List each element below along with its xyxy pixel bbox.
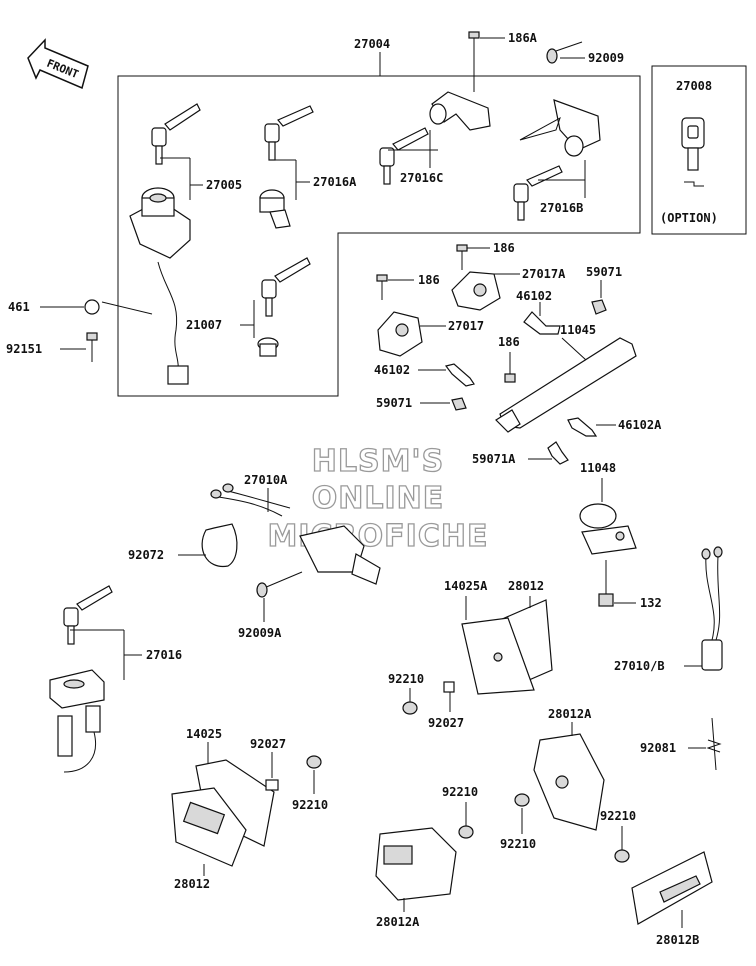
label-92027-b: 92027 bbox=[250, 737, 286, 751]
label-92210-e: 92210 bbox=[600, 809, 636, 823]
label-11048: 11048 bbox=[580, 461, 616, 475]
label-186-b: 186 bbox=[418, 273, 440, 287]
label-27010B: 27010/B bbox=[614, 659, 665, 673]
label-27016C: 27016C bbox=[400, 171, 443, 185]
label-92009A: 92009A bbox=[238, 626, 282, 640]
switch-housing-27017-icon bbox=[377, 311, 423, 357]
spring-92081-icon bbox=[706, 717, 722, 771]
label-92072: 92072 bbox=[128, 548, 164, 562]
lens-28012A-icon bbox=[375, 827, 457, 901]
label-132: 132 bbox=[640, 596, 662, 610]
lock-cylinder-icon bbox=[259, 189, 291, 229]
watermark-line-1: HLSM'S bbox=[312, 444, 444, 479]
key-icon bbox=[513, 165, 563, 221]
screw-186-icon bbox=[504, 352, 516, 383]
label-59071A: 59071A bbox=[472, 452, 516, 466]
key-icon bbox=[379, 127, 429, 185]
label-186-a: 186 bbox=[493, 241, 515, 255]
label-28012A-1: 28012A bbox=[548, 707, 592, 721]
label-59071-b: 59071 bbox=[376, 396, 412, 410]
label-461: 461 bbox=[8, 300, 30, 314]
label-92027-a: 92027 bbox=[428, 716, 464, 730]
label-27010A: 27010A bbox=[244, 473, 288, 487]
key-icon bbox=[63, 585, 113, 645]
reflector-28012A-icon bbox=[533, 733, 605, 831]
key-icon bbox=[261, 257, 311, 317]
option-frame bbox=[651, 65, 747, 235]
ignition-switch-icon bbox=[129, 187, 191, 259]
bracket-11045-icon bbox=[495, 337, 637, 433]
switch-housing-27017A-icon bbox=[451, 271, 501, 311]
clamp-11048-icon bbox=[579, 503, 637, 555]
label-46102-a: 46102 bbox=[516, 289, 552, 303]
option-note: (OPTION) bbox=[660, 211, 718, 225]
screw-186A-icon bbox=[468, 31, 480, 52]
label-27016: 27016 bbox=[146, 648, 182, 662]
option-part-number: 27008 bbox=[676, 79, 712, 93]
key-icon bbox=[151, 103, 201, 165]
stop-switch-27010A-icon bbox=[210, 483, 381, 585]
label-92210-d: 92210 bbox=[500, 837, 536, 851]
label-28012A-2: 28012A bbox=[376, 915, 420, 929]
cable-band-92072-icon bbox=[201, 523, 238, 568]
seat-lock-icon bbox=[553, 99, 601, 157]
seat-lock-27016-icon bbox=[49, 669, 105, 773]
front-arrow-icon: FRONT bbox=[27, 38, 89, 90]
helmet-lock-icon bbox=[429, 91, 491, 131]
label-28012B: 28012B bbox=[656, 933, 699, 947]
reflector-14025-icon bbox=[171, 759, 275, 867]
label-27017A: 27017A bbox=[522, 267, 566, 281]
label-46102A: 46102A bbox=[618, 418, 662, 432]
reflector-14025A-icon bbox=[461, 599, 553, 695]
lens-28012B-icon bbox=[631, 851, 713, 925]
watermark: HLSM'S ONLINE MICROFICHE bbox=[267, 443, 489, 554]
label-27016B: 27016B bbox=[540, 201, 583, 215]
screw-186-icon bbox=[376, 274, 388, 300]
key-icon bbox=[264, 105, 314, 161]
label-14025A: 14025A bbox=[444, 579, 488, 593]
blank-key-icon bbox=[681, 117, 705, 187]
label-28012-a: 28012 bbox=[508, 579, 544, 593]
screw-92009A-icon bbox=[256, 571, 303, 598]
label-27016A: 27016A bbox=[313, 175, 357, 189]
label-186A: 186A bbox=[508, 31, 538, 45]
label-14025: 14025 bbox=[186, 727, 222, 741]
label-92210-a: 92210 bbox=[388, 672, 424, 686]
stop-switch-27010B-icon bbox=[701, 546, 723, 671]
label-92081: 92081 bbox=[640, 741, 676, 755]
label-27017: 27017 bbox=[448, 319, 484, 333]
label-186-c: 186 bbox=[498, 335, 520, 349]
label-27004: 27004 bbox=[354, 37, 390, 51]
clip-59071-icon bbox=[591, 299, 607, 315]
label-59071-a: 59071 bbox=[586, 265, 622, 279]
main-assembly-frame bbox=[117, 75, 641, 397]
bolt-132-icon bbox=[598, 560, 614, 607]
label-11045: 11045 bbox=[560, 323, 596, 337]
watermark-line-3: MICROFICHE bbox=[268, 519, 489, 554]
label-92210-c: 92210 bbox=[442, 785, 478, 799]
label-28012-b: 28012 bbox=[174, 877, 210, 891]
screw-92151-icon bbox=[86, 332, 98, 362]
watermark-line-2: ONLINE bbox=[312, 481, 445, 516]
label-46102-b: 46102 bbox=[374, 363, 410, 377]
screw-92009-icon bbox=[546, 41, 583, 64]
screw-186-icon bbox=[456, 244, 468, 270]
label-92210-b: 92210 bbox=[292, 798, 328, 812]
label-92151: 92151 bbox=[6, 342, 42, 356]
label-21007: 21007 bbox=[186, 318, 222, 332]
label-27005: 27005 bbox=[206, 178, 242, 192]
label-92009: 92009 bbox=[588, 51, 624, 65]
